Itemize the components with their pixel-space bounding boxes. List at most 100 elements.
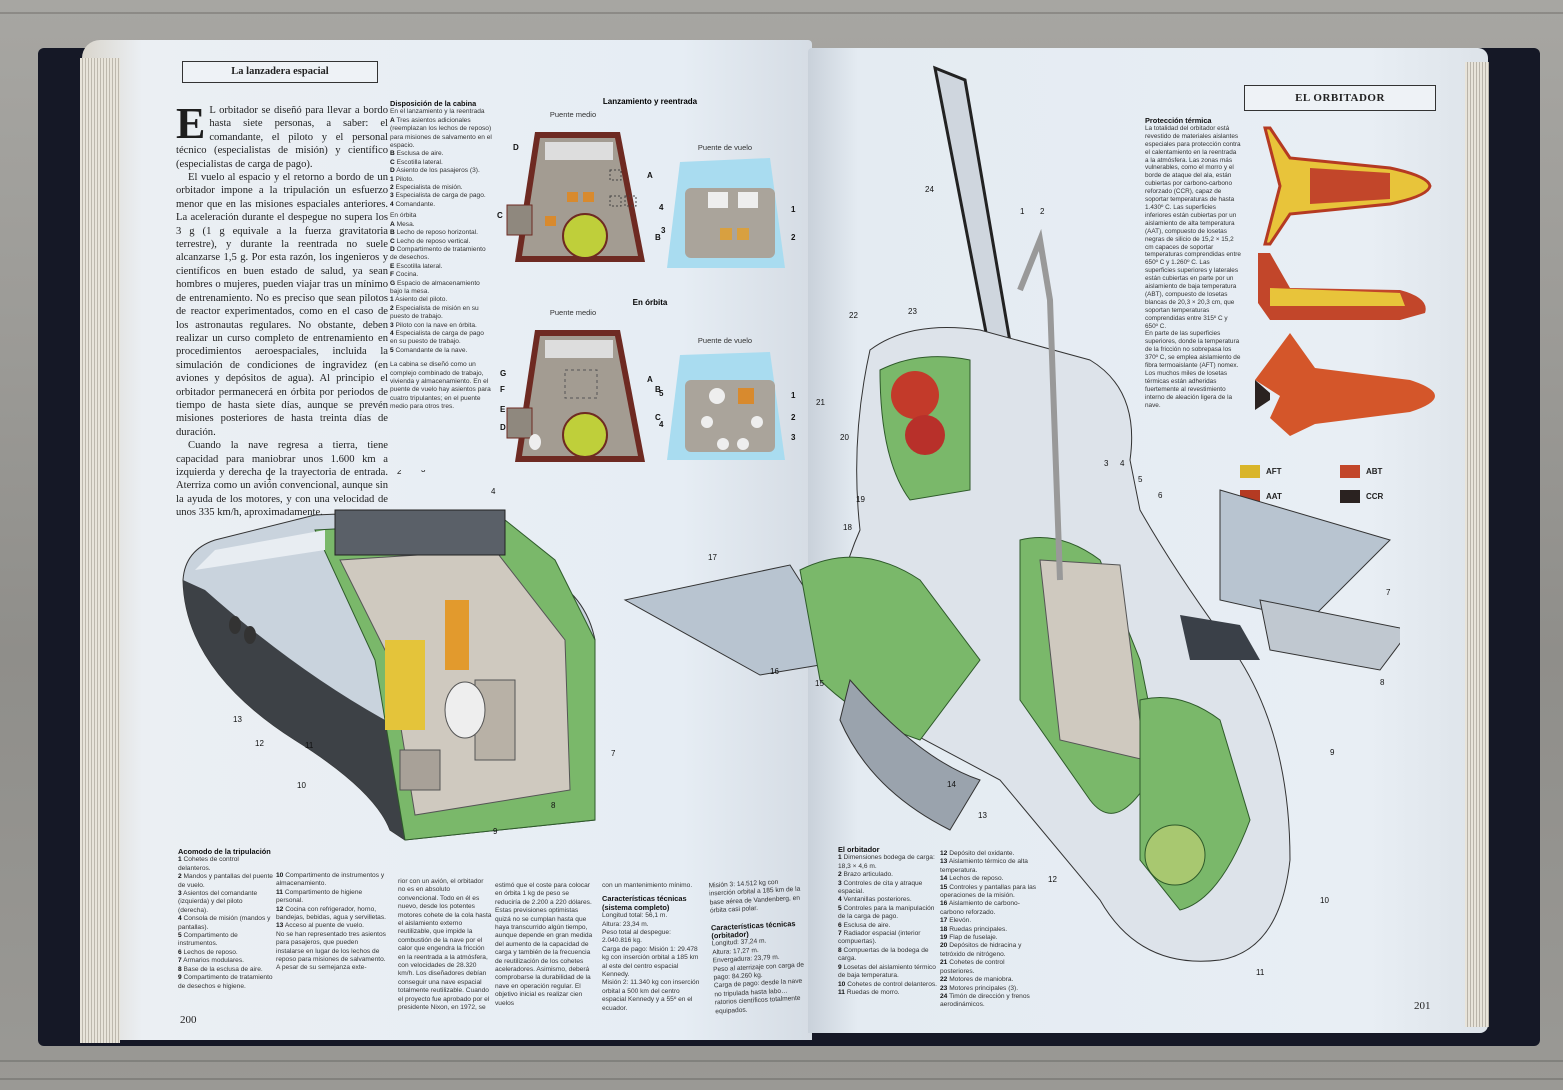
legend-text: Acceso al puente de vuelo.: [284, 922, 364, 930]
callout-label: 8: [1380, 678, 1385, 687]
legend-text: Ventanillas posteriores.: [843, 896, 912, 904]
mid-deck-label: Puente medio: [550, 308, 596, 317]
legend-item: 6 Esclusa de aire.: [838, 922, 938, 930]
mid-deck-label: Puente medio: [550, 110, 596, 119]
legend-text: Brazo articulado.: [843, 871, 893, 879]
legend-item: 10 Cohetes de control delanteros.: [838, 981, 938, 989]
legend-key: 14: [940, 875, 948, 883]
callout-label: 2: [1040, 207, 1045, 216]
legend-item: 24 Timón de dirección y frenos aerodinám…: [940, 993, 1040, 1010]
page-number-left: 200: [180, 1014, 197, 1026]
legend-item: F Cocina.: [390, 271, 492, 279]
legend-text: Especialista de carga de pago en su pues…: [390, 329, 484, 346]
legend-text: Compuertas de la bodega de carga.: [838, 946, 929, 963]
spec-line: Misión 2: 11.340 kg con inserción orbita…: [602, 979, 700, 1012]
legend-key: 22: [940, 976, 948, 984]
orbit-mid-deck-plan: [506, 330, 645, 462]
legend-text: Piloto con la nave en órbita.: [395, 321, 477, 329]
legend-key: 4: [390, 329, 394, 337]
callout-label: 9: [1330, 748, 1335, 757]
flight-deck-label: Puente de vuelo: [698, 336, 752, 345]
legend-key: B: [390, 150, 395, 158]
callout-label: A: [647, 171, 653, 180]
crew-legend: Acomodo de la tripulación 1 Cohetes de c…: [178, 847, 273, 991]
legend-text: Controles y pantallas para las operacion…: [940, 883, 1037, 900]
legend-text: Mesa.: [396, 220, 415, 228]
orbit-flight-deck-plan: [667, 352, 785, 460]
legend-item: 20 Depósitos de hidracina y tetróxido de…: [940, 942, 1040, 959]
callout-label: 1: [267, 473, 272, 482]
thermal-paragraph: En parte de las superficies superiores, …: [1145, 330, 1241, 409]
launch-mid-deck-plan: [506, 132, 645, 262]
legend-item: C Lecho de reposo vertical.: [390, 238, 492, 246]
legend-text: Escotilla lateral.: [396, 262, 443, 270]
legend-text: Compartimento de instrumentos.: [178, 932, 238, 948]
section-header-right: EL ORBITADOR: [1244, 85, 1436, 111]
shuttle-bottom-view: [1255, 333, 1435, 436]
legend-key: 4: [178, 915, 182, 923]
callout-label: C: [655, 413, 661, 422]
legend-key: 21: [940, 959, 948, 967]
orbiter-legend-continued: 12 Depósito del oxidante.13 Aislamiento …: [940, 850, 1040, 1010]
legend-text: Compartimento de higiene personal.: [276, 888, 363, 905]
legend-key: C: [390, 237, 395, 245]
legend-item: 3 Controles de cita y atraque espacial.: [838, 880, 938, 897]
legend-text: Comandante de la nave.: [395, 346, 468, 354]
legend-item: 10 Compartimento de instrumentos y almac…: [276, 872, 388, 889]
legend-text: Especialista de carga de pago.: [395, 192, 486, 200]
launch-title: Lanzamiento y reentrada: [603, 97, 698, 106]
legend-text: Timón de dirección y frenos aerodinámico…: [940, 992, 1030, 1009]
callout-label: 4: [491, 487, 496, 496]
spec-line: Peso total al despegue: 2.040.816 kg.: [602, 929, 671, 945]
legend-item: 3 Piloto con la nave en órbita.: [390, 322, 492, 330]
legend-text: Esclusa de aire.: [396, 150, 444, 158]
cabin-diagrams: Lanzamiento y reentrada Puente medio Pue…: [497, 97, 796, 462]
callout-label: 12: [255, 739, 264, 748]
legend-key: 4: [838, 896, 842, 904]
intro-paragraph: El vuelo al espacio y el retorno a bordo…: [176, 172, 388, 438]
legend-key: 2: [178, 873, 182, 881]
callout-label: 11: [1256, 968, 1265, 977]
legend-item: C Escotilla lateral.: [390, 159, 492, 167]
legend-key: D: [390, 167, 395, 175]
legend-item: 1 Asiento del piloto.: [390, 296, 492, 304]
cabin-legend-title: Disposición de la cabina: [390, 99, 477, 108]
callout-label: 9: [493, 827, 498, 836]
legend-key: 10: [838, 980, 846, 988]
legend-key: 24: [940, 992, 948, 1000]
legend-text: Comandante.: [395, 200, 436, 208]
crew-note: No se han representado tres asientos par…: [276, 930, 386, 972]
legend-text: Especialista de misión en su puesto de t…: [390, 304, 479, 321]
legend-item: 22 Motores de maniobra.: [940, 976, 1040, 984]
callout-label: 19: [856, 495, 865, 504]
callout-label: 23: [908, 307, 917, 316]
thermal-title: Protección térmica: [1145, 116, 1212, 125]
legend-item: 11 Compartimento de higiene personal.: [276, 889, 388, 906]
spec-line: Carga de pago: Misión 1: 29.478 kg con i…: [602, 945, 699, 979]
legend-text: Depósito del oxidante.: [949, 850, 1015, 857]
callout-label: 3: [1104, 459, 1109, 468]
legend-key: 10: [276, 872, 284, 879]
legend-text: Armarios modulares.: [183, 957, 244, 965]
callout-label: 13: [233, 715, 242, 724]
legend-item: 13 Acceso al puente de vuelo.: [276, 922, 388, 930]
callout-label: G: [500, 369, 506, 378]
callout-label: 5: [1138, 475, 1143, 484]
legend-item: 1 Dimensiones bodega de carga: 18,3 × 4,…: [838, 854, 938, 871]
callout-label: 10: [297, 781, 306, 790]
legend-text: Lecho de reposo vertical.: [396, 237, 471, 245]
legend-text: Piloto.: [395, 175, 414, 183]
callout-label: C: [497, 211, 503, 220]
legend-item: 23 Motores principales (3).: [940, 985, 1040, 993]
legend-text: Controles de cita y atraque espacial.: [838, 879, 923, 896]
legend-item: 9 Losetas del aislamiento térmico de baj…: [838, 964, 938, 981]
legend-key: E: [390, 262, 395, 270]
legend-item: 15 Controles y pantallas para las operac…: [940, 884, 1040, 901]
legend-text: Asiento de los pasajeros (3).: [396, 167, 480, 175]
legend-item: 3 Especialista de carga de pago.: [390, 192, 492, 200]
page-edges-right: [1465, 62, 1489, 1027]
legend-text: Motores de maniobra.: [949, 976, 1014, 984]
legend-swatch: [1240, 465, 1260, 478]
legend-text: Base de la esclusa de aire.: [183, 965, 263, 973]
